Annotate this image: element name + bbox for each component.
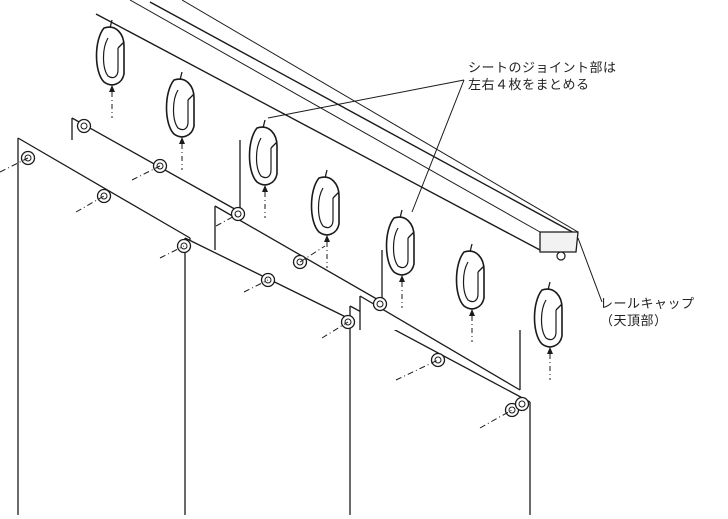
hook-inner	[317, 187, 334, 229]
hook-inner	[392, 227, 409, 269]
hook-gate	[270, 141, 278, 149]
callout-leader-lines	[267, 79, 465, 213]
hook-outline	[385, 216, 415, 276]
carabiner-hook	[95, 19, 125, 118]
carabiner-hook	[533, 281, 563, 380]
sheet-grommet-hole	[376, 300, 384, 308]
alignment-dash-line	[131, 165, 161, 181]
carabiner-hook	[248, 119, 278, 218]
hook-outline	[165, 78, 195, 138]
hook-arrow	[399, 275, 405, 282]
carabiner-hook	[310, 169, 340, 268]
rail-cap-callout-line1: レールキャップ	[600, 297, 695, 312]
hook-inner	[172, 89, 189, 131]
sheet-top-edge	[359, 295, 521, 391]
rail-body-fill	[106, 5, 580, 251]
hook-outline	[310, 176, 340, 236]
alignment-dash-line	[75, 195, 105, 213]
hook-outline	[248, 126, 278, 186]
joint-callout-line2: 左右４枚をまとめる	[468, 78, 590, 93]
hook-gate	[555, 303, 563, 311]
hook-inner	[540, 299, 557, 341]
sheet-fill	[18, 138, 190, 515]
rail-cap-leader	[577, 237, 603, 303]
sheet-grommet-hole	[234, 210, 242, 218]
hook-arrow	[262, 185, 268, 192]
hook-arrow	[324, 235, 330, 242]
joint-leader-2	[411, 79, 465, 213]
sheet-grommet-hole	[434, 356, 442, 364]
joint-leader-1	[267, 79, 465, 119]
rail-cap-callout-line2: （天頂部）	[600, 314, 668, 329]
hook-inner	[255, 137, 272, 179]
sheet-top-edge	[214, 205, 383, 303]
alignment-dash-line	[159, 245, 185, 259]
rail-top-edge	[149, 1, 577, 235]
ceiling-rail	[95, 0, 603, 303]
rail-back-edge	[181, 0, 579, 233]
rail-front-edge	[129, 0, 541, 233]
sheet-grommet-hole	[100, 192, 108, 200]
hook-gate	[477, 265, 485, 273]
joint-callout: シートのジョイント部は 左右４枚をまとめる	[468, 60, 617, 94]
hook-gate	[187, 93, 195, 101]
hook-arrow	[179, 137, 185, 144]
sheet-grommet-hole	[508, 406, 516, 414]
alignment-dash-line	[321, 321, 349, 339]
alignment-dash-line	[243, 279, 269, 293]
hook-inner	[462, 261, 479, 303]
sheet-panels	[0, 117, 531, 515]
hook-outline	[533, 288, 563, 348]
carabiner-hook	[385, 209, 415, 308]
alignment-dash-line	[215, 213, 239, 227]
hook-outline	[95, 26, 125, 86]
sheet-fill	[350, 306, 530, 515]
alignment-dash-line	[299, 245, 326, 263]
sheet-grommet-hole	[518, 400, 526, 408]
hook-outline	[455, 250, 485, 310]
hook-gate	[407, 231, 415, 239]
carabiner-hook	[165, 71, 195, 170]
sheet-top-edge	[17, 137, 191, 239]
joint-callout-line1: シートのジョイント部は	[468, 61, 617, 76]
hook-arrow	[109, 85, 115, 92]
carabiner-hooks	[95, 19, 563, 380]
sheet-fill	[185, 238, 360, 515]
sheet-grommet-hole	[80, 122, 88, 130]
hook-gate	[117, 41, 125, 49]
carabiner-hook	[455, 243, 485, 342]
hook-arrow	[547, 347, 553, 354]
rail-cap-callout: レールキャップ （天頂部）	[600, 296, 695, 330]
alignment-dash-line	[479, 409, 513, 429]
rail-end-cap	[539, 231, 579, 253]
rail-cap-ring	[556, 251, 566, 261]
hook-gate	[332, 191, 340, 199]
hook-arrow	[469, 309, 475, 316]
alignment-dash-line	[0, 157, 29, 173]
rail-bottom-edge	[95, 13, 541, 251]
hook-inner	[102, 37, 119, 79]
